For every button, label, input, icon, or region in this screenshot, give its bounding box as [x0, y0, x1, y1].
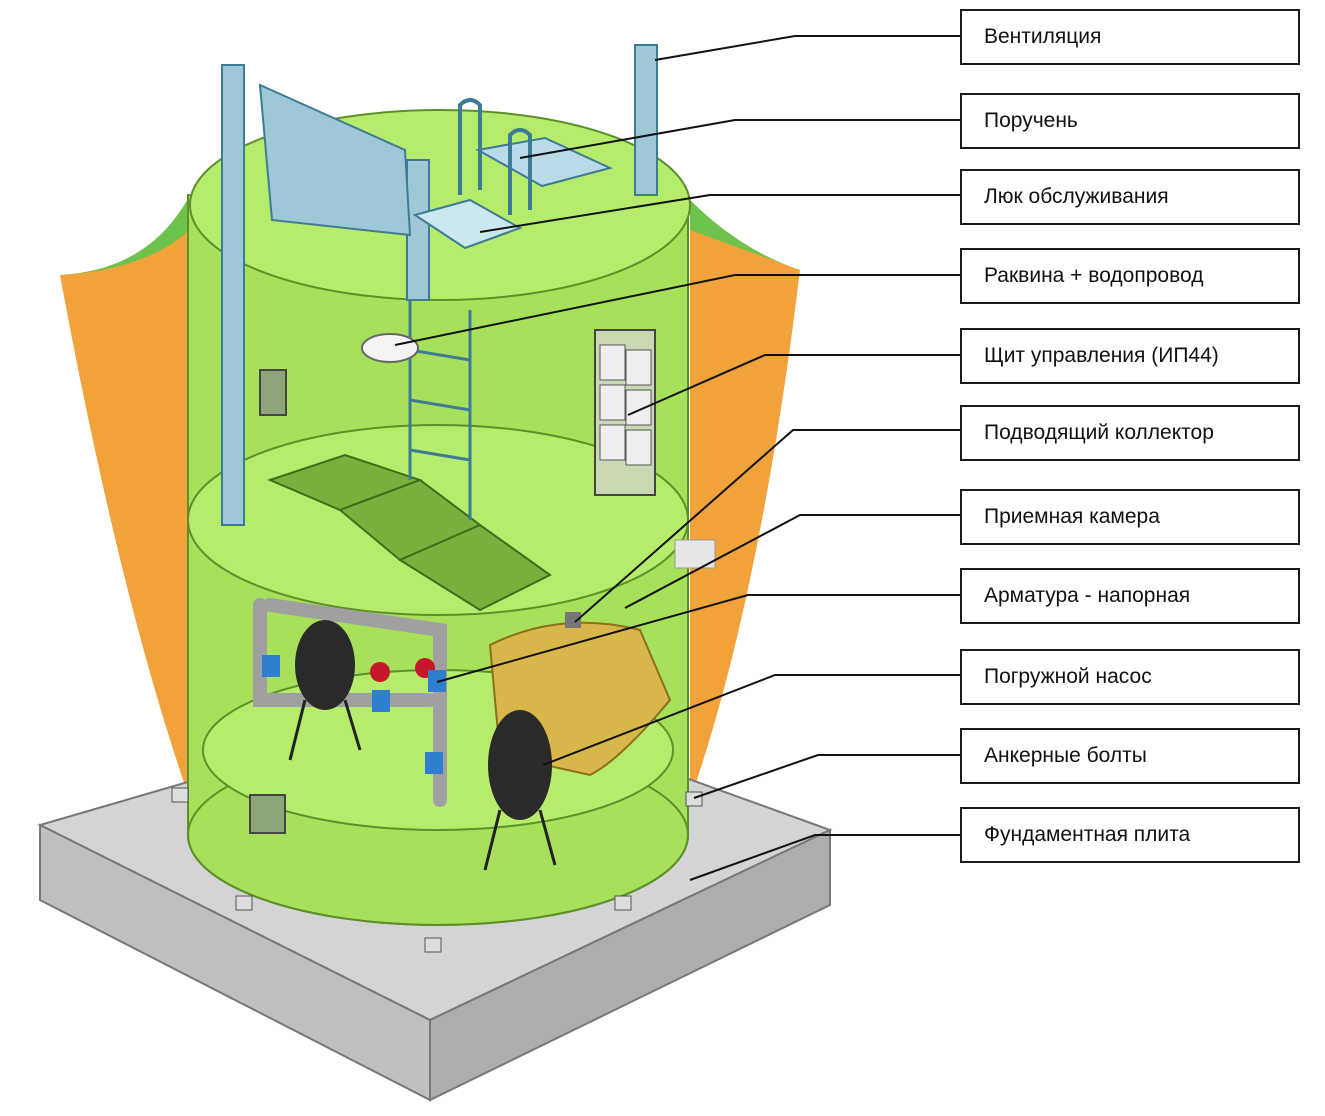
label-text: Погружной насос: [984, 665, 1152, 688]
submersible-pump-left: [288, 620, 362, 761]
soil-mound: [60, 200, 190, 800]
leader-pressure-fittings: [436, 594, 960, 683]
vent-pipe-right: [634, 44, 658, 196]
label-text: Приемная камера: [984, 505, 1160, 528]
fitting-blue-4: [425, 752, 443, 774]
leader-handrail: [519, 119, 960, 159]
fitting-blue-2: [372, 690, 390, 712]
grass-left: [60, 195, 195, 275]
label-ventilation: Вентиляция: [960, 9, 1300, 65]
label-receiving-chamber: Приемная камера: [960, 489, 1300, 545]
label-text: Люк обслуживания: [984, 185, 1169, 208]
leader-service-hatch: [479, 194, 960, 233]
label-service-hatch: Люк обслуживания: [960, 169, 1300, 225]
label-submersible-pump: Погружной насос: [960, 649, 1300, 705]
label-anchor-bolts: Анкерные болты: [960, 728, 1300, 784]
callout-leaders: [394, 35, 960, 881]
label-text: Анкерные болты: [984, 744, 1147, 767]
leader-ventilation: [654, 35, 960, 61]
label-sink-water: Раквина + водопровод: [960, 248, 1300, 304]
wall-box: [259, 369, 287, 416]
handrail: [458, 98, 482, 195]
anchor-bolt-2: [685, 791, 703, 807]
label-handrail: Поручень: [960, 93, 1300, 149]
leader-sink: [394, 274, 960, 346]
leader-foundation-slab: [689, 834, 960, 881]
sink: [361, 333, 419, 363]
grass-right: [690, 200, 800, 270]
label-text: Поручень: [984, 109, 1078, 132]
anchor-bolt-3: [235, 895, 253, 911]
label-text: Подводящий коллектор: [984, 421, 1214, 444]
label-text: Вентиляция: [984, 25, 1102, 48]
label-text: Фундаментная плита: [984, 823, 1191, 846]
fitting-blue-1: [262, 655, 280, 677]
vent-pipe-left: [221, 64, 245, 526]
hatch-opening: [412, 198, 523, 250]
label-inlet-collector: Подводящий коллектор: [960, 405, 1300, 461]
label-foundation-slab: Фундаментная плита: [960, 807, 1300, 863]
label-text: Щит управления (ИП44): [984, 344, 1219, 367]
leader-control-panel: [627, 354, 960, 416]
leader-anchor-bolts: [693, 754, 960, 799]
valve-handwheel-1: [370, 662, 390, 682]
anchor-bolt-1: [171, 787, 189, 803]
label-control-panel: Щит управления (ИП44): [960, 328, 1300, 384]
anchor-bolt-5: [424, 937, 442, 953]
leader-receiving-chamber: [624, 514, 960, 609]
foundation-slab-side: [429, 828, 831, 1102]
inlet-collector-float: [565, 612, 581, 628]
control-panel-cabinet: [594, 329, 656, 496]
label-pressure-fittings: Арматура - напорная: [960, 568, 1300, 624]
leader-inlet-collector: [574, 429, 960, 623]
label-text: Раквина + водопровод: [984, 264, 1204, 287]
hatch-lid: [258, 83, 412, 237]
leader-submersible-pump: [542, 674, 960, 766]
soil-mound-right: [690, 200, 800, 800]
ladder: [408, 300, 472, 520]
label-text: Арматура - напорная: [984, 584, 1191, 607]
floor-grating: [267, 453, 552, 612]
lower-wall-box: [249, 794, 286, 834]
submersible-pump-right: [483, 710, 557, 871]
handrail-2: [508, 128, 532, 215]
anchor-bolt-4: [614, 895, 632, 911]
